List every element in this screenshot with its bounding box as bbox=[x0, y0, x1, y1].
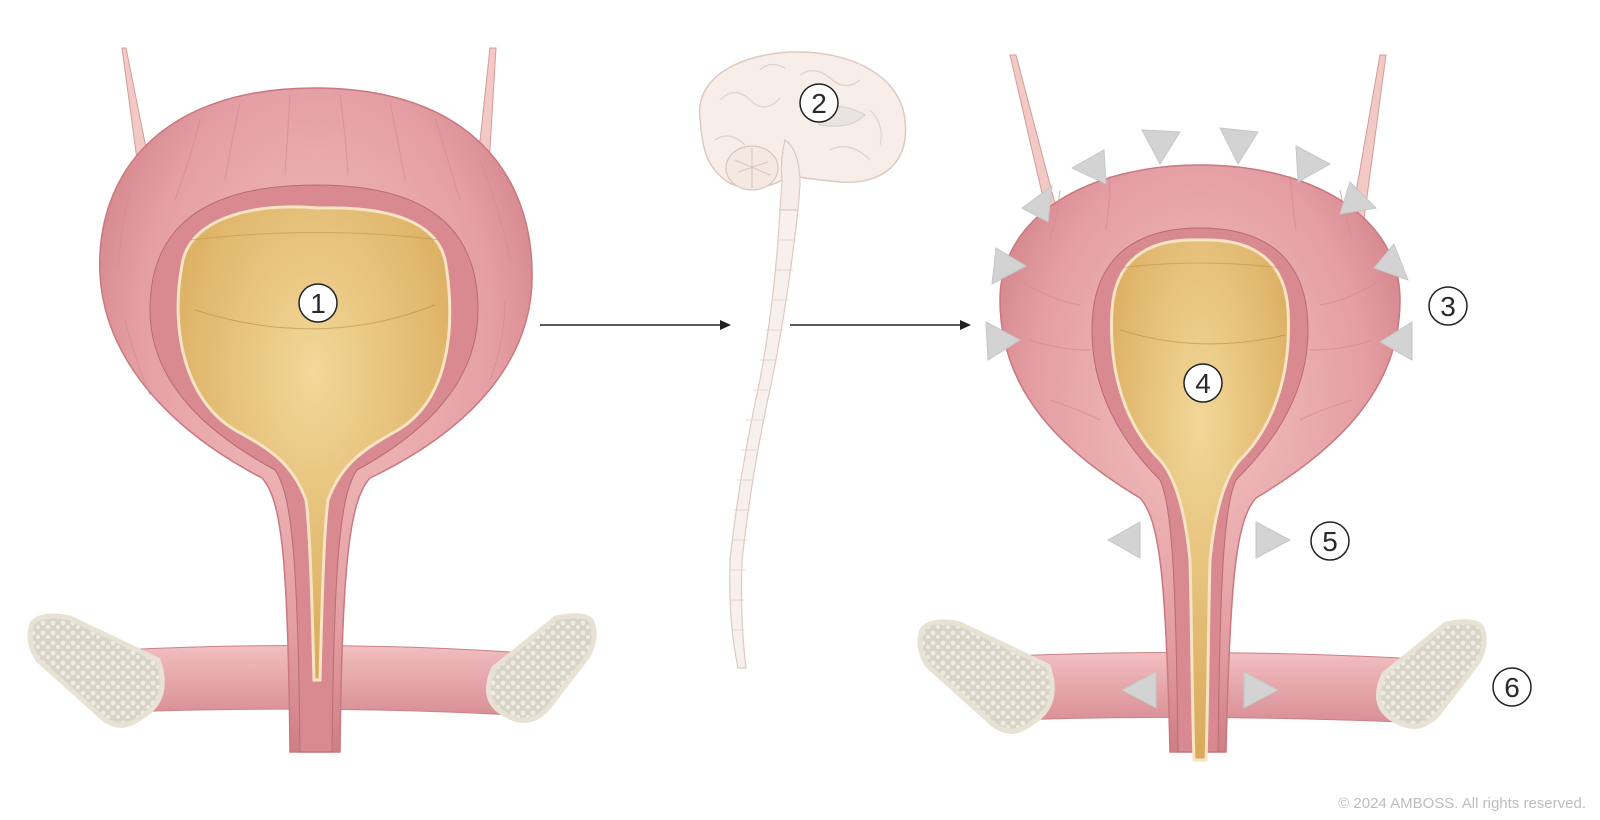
left-urine-top-line bbox=[189, 232, 441, 241]
svg-text:2: 2 bbox=[811, 88, 827, 119]
right-pubic-bone-left bbox=[917, 619, 1055, 734]
arrowhead bbox=[1339, 181, 1378, 215]
arrowhead bbox=[1379, 321, 1413, 361]
arrowhead bbox=[1373, 243, 1409, 281]
left-bladder-striations bbox=[117, 93, 511, 396]
arrowhead bbox=[985, 321, 1022, 361]
right-bladder-striations bbox=[1019, 175, 1381, 421]
brain-spinal-cord-figure: 2 bbox=[698, 51, 907, 669]
svg-text:3: 3 bbox=[1440, 291, 1456, 322]
brain-gyri bbox=[714, 63, 882, 161]
right-urine-fold-line bbox=[1119, 329, 1286, 345]
arrowhead bbox=[1120, 671, 1157, 709]
arrowhead bbox=[991, 247, 1028, 285]
spinal-segments bbox=[731, 239, 796, 631]
internal-sphincter-arrowheads bbox=[1106, 521, 1292, 559]
arrowhead bbox=[1141, 129, 1181, 166]
left-pubic-bone-left bbox=[27, 613, 165, 728]
marker-2: 2 bbox=[799, 83, 839, 123]
marker-4: 4 bbox=[1183, 363, 1223, 403]
detrusor-contraction-arrowheads bbox=[985, 127, 1413, 361]
flow-arrow-1 bbox=[540, 320, 731, 330]
left-urine-fold-line bbox=[194, 304, 436, 330]
marker-5: 5 bbox=[1310, 521, 1350, 561]
copyright-notice: © 2024 AMBOSS. All rights reserved. bbox=[1338, 795, 1586, 812]
arrowhead bbox=[1255, 521, 1292, 559]
marker-1: 1 bbox=[298, 283, 338, 323]
svg-text:1: 1 bbox=[310, 288, 326, 319]
spinal-cord bbox=[729, 209, 799, 669]
marker-3: 3 bbox=[1428, 286, 1468, 326]
cerebellum-folia bbox=[734, 148, 771, 188]
arrowhead bbox=[1295, 145, 1332, 183]
svg-text:5: 5 bbox=[1322, 526, 1338, 557]
right-bladder-urine bbox=[1110, 238, 1290, 762]
flow-arrow-2 bbox=[790, 320, 971, 330]
arrowhead bbox=[1243, 671, 1280, 709]
left-bladder-urine bbox=[176, 205, 452, 682]
marker-6: 6 bbox=[1492, 667, 1532, 707]
arrowhead bbox=[1021, 184, 1053, 223]
filling-bladder-figure: 1 bbox=[27, 47, 597, 753]
svg-text:4: 4 bbox=[1195, 368, 1211, 399]
right-pubic-bone-right bbox=[1375, 619, 1487, 729]
arrowhead bbox=[1219, 127, 1259, 166]
arrowhead bbox=[1070, 149, 1107, 185]
arrowhead bbox=[1106, 521, 1141, 559]
right-urine-top-line bbox=[1117, 262, 1283, 269]
external-sphincter-arrowheads bbox=[1120, 671, 1280, 709]
svg-text:6: 6 bbox=[1504, 672, 1520, 703]
voiding-bladder-figure: 3 4 5 6 bbox=[917, 54, 1532, 762]
left-pubic-bone-right bbox=[485, 613, 597, 723]
